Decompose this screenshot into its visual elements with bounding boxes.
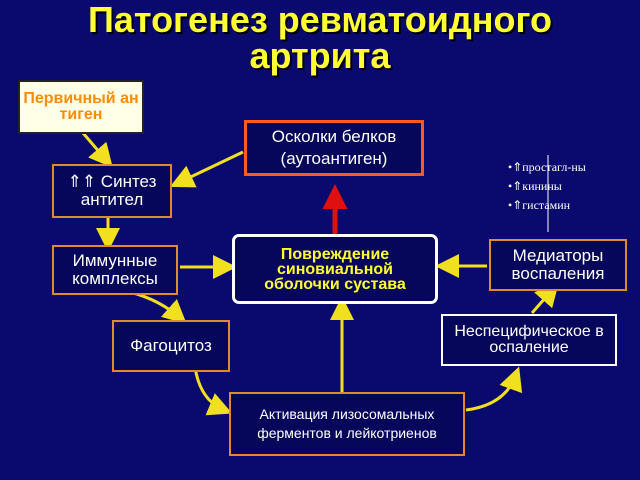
arrow-fragments-to-synthesis — [169, 150, 244, 188]
title-line-2: артрита — [249, 35, 391, 76]
node-nonspecific-inflammation: Неспецифическое воспаление — [441, 314, 617, 366]
node-immune-complexes-label: Иммунные комплексы — [72, 251, 158, 288]
mediator-list: •⇑простагл-ны •⇑кинины •⇑гистамин — [508, 158, 586, 215]
node-phagocytosis: Фагоцитоз — [112, 320, 230, 372]
node-primary-antigen: Первичный антиген — [18, 80, 144, 134]
node-primary-antigen-label: Первичный антиген — [23, 90, 139, 123]
mediator-list-item: •⇑простагл-ны — [508, 160, 586, 174]
node-nonspecific-inflammation-label: Неспецифическое воспаление — [454, 323, 604, 356]
node-antibody-synthesis: ⇑⇑ Синтез антител — [52, 164, 172, 218]
page-title: Патогенез ревматоидного артрита — [0, 2, 640, 74]
title-line-1: Патогенез ревматоидного — [88, 0, 552, 40]
node-phagocytosis-label: Фагоцитоз — [130, 336, 212, 356]
node-synovial-damage: Повреждение синовиальной оболочки сустав… — [232, 234, 438, 304]
mediator-list-item: •⇑гистамин — [508, 198, 571, 212]
node-inflammation-mediators: Медиаторы воспаления — [489, 239, 627, 291]
node-synovial-damage-label: Повреждение синовиальной оболочки сустав… — [264, 245, 406, 293]
arrow-antigen-to-synthesis — [81, 132, 113, 168]
mediator-list-item: •⇑кинины — [508, 179, 562, 193]
node-inflammation-mediators-label: Медиаторы воспаления — [511, 246, 605, 283]
node-antibody-synthesis-label: ⇑⇑ Синтез антител — [67, 172, 157, 209]
node-lysosomal-activation-label: Активация лизосомальных ферментов и лейк… — [257, 406, 437, 441]
node-protein-fragments-label: Осколки белков (аутоантиген) — [271, 127, 397, 168]
node-lysosomal-activation: Активация лизосомальных ферментов и лейк… — [229, 392, 465, 456]
node-immune-complexes: Иммунные комплексы — [52, 245, 178, 295]
arrow-inflammation-to-mediators — [530, 282, 559, 314]
arrow-phagocytosis-to-lysosomal — [193, 366, 233, 416]
arrow-lysosomal-to-inflammation — [465, 366, 523, 412]
node-protein-fragments: Осколки белков (аутоантиген) — [244, 120, 424, 176]
arrow-complexes-to-phagocytosis — [129, 290, 187, 325]
